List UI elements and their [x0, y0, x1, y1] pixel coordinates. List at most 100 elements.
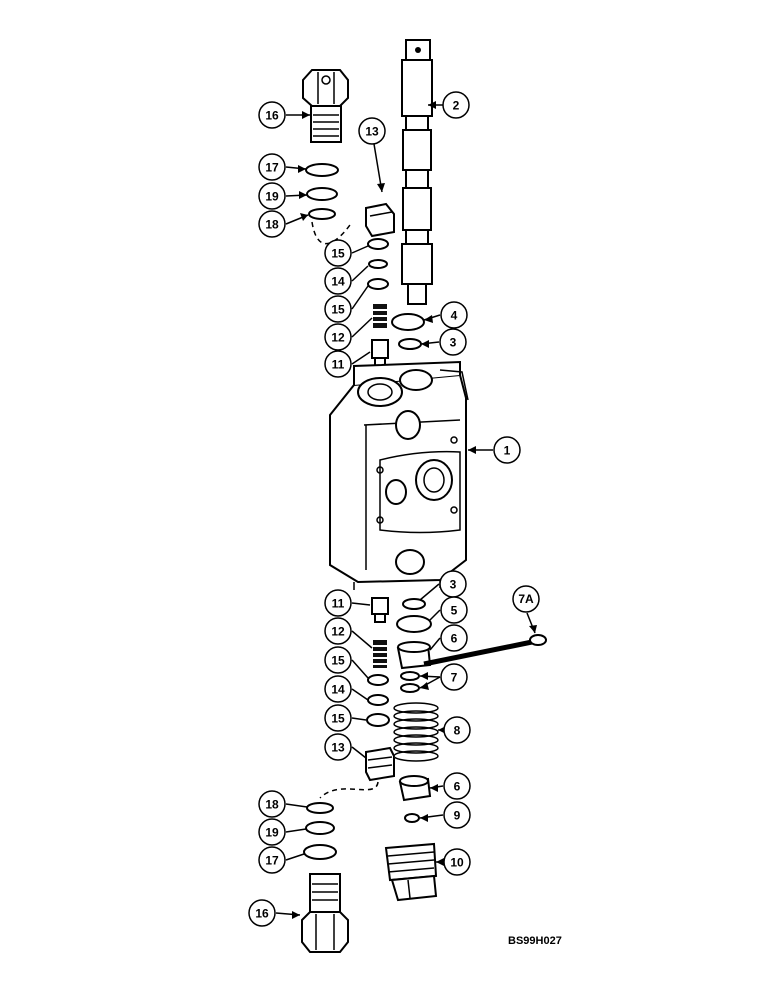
callout-13-top: 13: [358, 117, 386, 145]
part-11-poppet-top: [371, 339, 389, 367]
svg-text:16: 16: [255, 907, 269, 921]
svg-text:15: 15: [331, 654, 345, 668]
callout-14-top: 14: [324, 267, 352, 295]
callout-12-bottom: 12: [324, 617, 352, 645]
svg-text:12: 12: [331, 625, 345, 639]
part-12-spring-top: [373, 304, 387, 328]
part-12-spring-bottom: [373, 640, 387, 668]
leader-13-top-dashed: [311, 221, 353, 245]
part-2-spool: [401, 39, 433, 305]
svg-text:6: 6: [454, 780, 461, 794]
callout-8: 8: [443, 716, 471, 744]
callout-14-bottom: 14: [324, 675, 352, 703]
part-11-poppet-bottom: [371, 597, 389, 623]
callout-19-bottom: 19: [258, 818, 286, 846]
callout-3-bottom: 3: [439, 570, 467, 598]
part-8-spring: [393, 702, 439, 762]
callout-1: 1: [493, 436, 521, 464]
svg-text:19: 19: [265, 190, 279, 204]
svg-text:14: 14: [331, 683, 345, 697]
svg-text:15: 15: [331, 712, 345, 726]
part-16-relief-cap-bottom: [301, 873, 349, 953]
callout-15-b: 15: [324, 295, 352, 323]
part-15-oring-a: [367, 238, 389, 250]
svg-text:3: 3: [450, 578, 457, 592]
svg-text:18: 18: [265, 798, 279, 812]
callout-15-c: 15: [324, 646, 352, 674]
callout-12-top: 12: [324, 323, 352, 351]
callout-7: 7: [440, 663, 468, 691]
svg-text:10: 10: [450, 856, 464, 870]
part-13-poppet-top: [365, 202, 395, 238]
part-10-end-cap: [384, 842, 438, 902]
svg-text:8: 8: [454, 724, 461, 738]
part-14-oring-bottom: [367, 694, 389, 706]
callout-11-top: 11: [324, 350, 352, 378]
svg-text:14: 14: [331, 275, 345, 289]
callout-9: 9: [443, 801, 471, 829]
callout-17-top: 17: [258, 153, 286, 181]
callout-6-top: 6: [440, 624, 468, 652]
part-18-oring-top: [308, 208, 336, 220]
svg-text:17: 17: [265, 854, 279, 868]
svg-text:15: 15: [331, 303, 345, 317]
svg-text:3: 3: [450, 336, 457, 350]
svg-text:18: 18: [265, 218, 279, 232]
part-15-oring-d: [366, 713, 390, 727]
part-18-oring-bottom: [306, 802, 334, 814]
part-5-washer: [396, 615, 432, 633]
svg-text:13: 13: [365, 125, 379, 139]
callout-15-a: 15: [324, 239, 352, 267]
part-9-oring: [404, 813, 420, 823]
callout-19-top: 19: [258, 182, 286, 210]
callout-4: 4: [440, 301, 468, 329]
callout-17-bottom: 17: [258, 846, 286, 874]
part-19-backup-ring-bottom: [305, 821, 335, 835]
part-3-oring-bottom: [402, 598, 426, 610]
svg-text:7: 7: [451, 671, 458, 685]
part-19-backup-ring-top: [306, 187, 338, 201]
svg-text:15: 15: [331, 247, 345, 261]
part-6-spring-seat-bottom: [398, 775, 432, 802]
svg-text:17: 17: [265, 161, 279, 175]
callout-16-top: 16: [258, 101, 286, 129]
part-17-oring-bottom: [303, 844, 337, 860]
part-16-relief-cap-top: [302, 69, 349, 143]
callout-11-bottom: 11: [324, 589, 352, 617]
svg-text:12: 12: [331, 331, 345, 345]
callout-10: 10: [443, 848, 471, 876]
part-15-oring-b: [367, 278, 389, 290]
svg-text:5: 5: [451, 604, 458, 618]
svg-text:4: 4: [451, 309, 458, 323]
callout-3-top: 3: [439, 328, 467, 356]
svg-text:6: 6: [451, 632, 458, 646]
callout-7a: 7A: [512, 585, 540, 613]
part-7a-bolt: [423, 634, 547, 667]
leader-13-bottom-dashed: [319, 781, 379, 799]
callout-18-bottom: 18: [258, 790, 286, 818]
part-15-oring-c: [367, 674, 389, 686]
svg-text:16: 16: [265, 109, 279, 123]
callout-6-bottom: 6: [443, 772, 471, 800]
leader-arrowheads: [292, 101, 537, 919]
part-3-oring-top: [398, 338, 422, 350]
part-17-oring-top: [305, 163, 339, 177]
part-1-valve-housing: [329, 360, 469, 590]
svg-text:2: 2: [453, 99, 460, 113]
callout-16-bottom: 16: [248, 899, 276, 927]
part-7-washers: [400, 671, 420, 693]
part-13-poppet-bottom: [365, 746, 395, 782]
document-code: BS99H027: [508, 935, 562, 947]
callout-2: 2: [442, 91, 470, 119]
part-4-seal: [391, 313, 425, 331]
callouts: 16 2 13 17 19 18 15 14 15 4 12 3 11 1 3 …: [248, 91, 540, 927]
callout-15-d: 15: [324, 704, 352, 732]
svg-text:9: 9: [454, 809, 461, 823]
callout-5: 5: [440, 596, 468, 624]
svg-text:11: 11: [332, 358, 345, 372]
svg-text:1: 1: [504, 444, 511, 458]
svg-text:19: 19: [265, 826, 279, 840]
callout-18-top: 18: [258, 210, 286, 238]
callout-13-bottom: 13: [324, 733, 352, 761]
